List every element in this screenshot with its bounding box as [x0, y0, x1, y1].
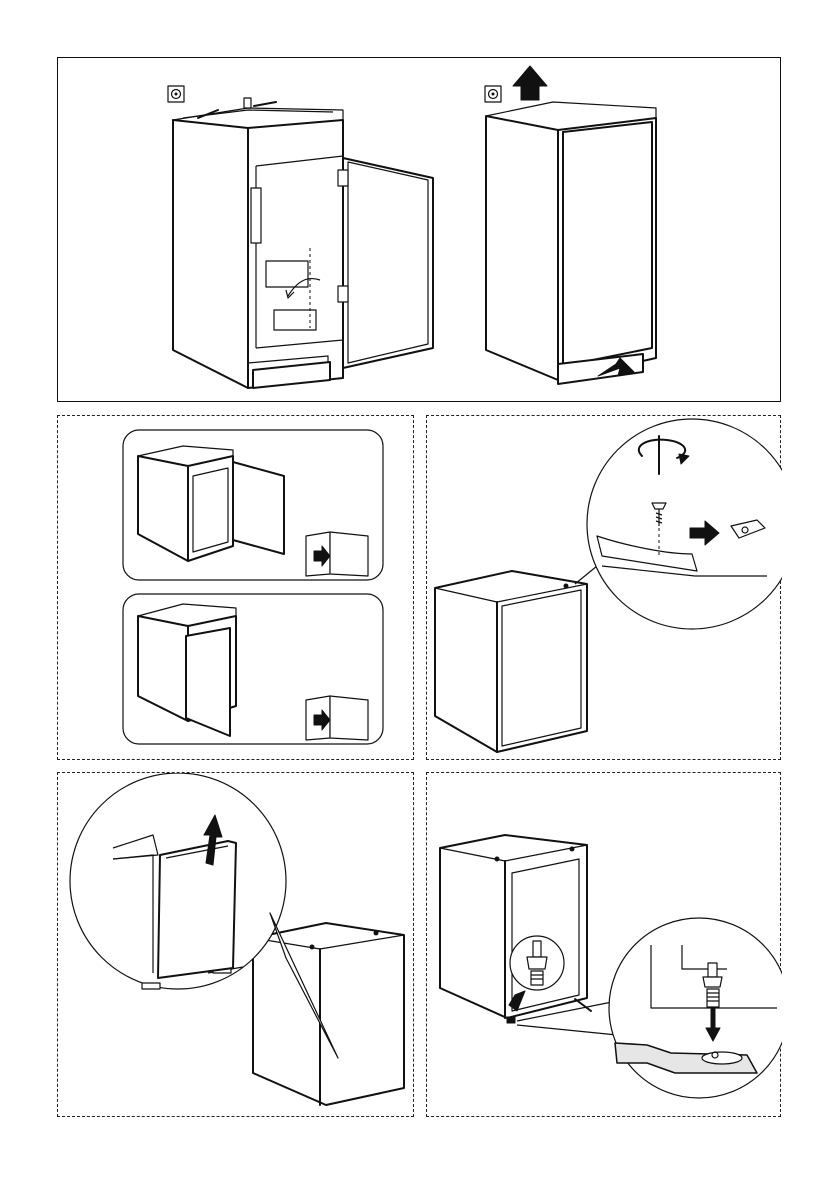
lift-arrow-icon — [513, 66, 547, 100]
cabinet-small — [253, 923, 404, 1105]
figure-panel-top-screw — [426, 415, 781, 760]
top-screw-illustration — [427, 416, 782, 761]
manual-book-icon — [306, 696, 368, 740]
cabinet-right — [485, 66, 656, 384]
lift-door-illustration — [58, 773, 415, 1118]
zoom-detail — [575, 419, 782, 629]
consult-manual-illustration — [58, 416, 415, 761]
figure-panel-lift-door — [57, 772, 414, 1117]
figure-panel-manual — [57, 415, 414, 760]
adjustable-foot-icon — [510, 936, 564, 990]
figure-panel-top — [57, 57, 781, 402]
manual-book-icon — [306, 532, 368, 576]
cabinet-door-removal-illustration — [58, 58, 782, 403]
figure-panel-feet — [426, 772, 781, 1117]
cabinet-closed — [435, 571, 587, 752]
adjust-feet-illustration — [427, 773, 782, 1118]
socket-icon — [485, 86, 501, 102]
socket-icon — [168, 86, 184, 102]
cabinet-left — [168, 86, 433, 388]
